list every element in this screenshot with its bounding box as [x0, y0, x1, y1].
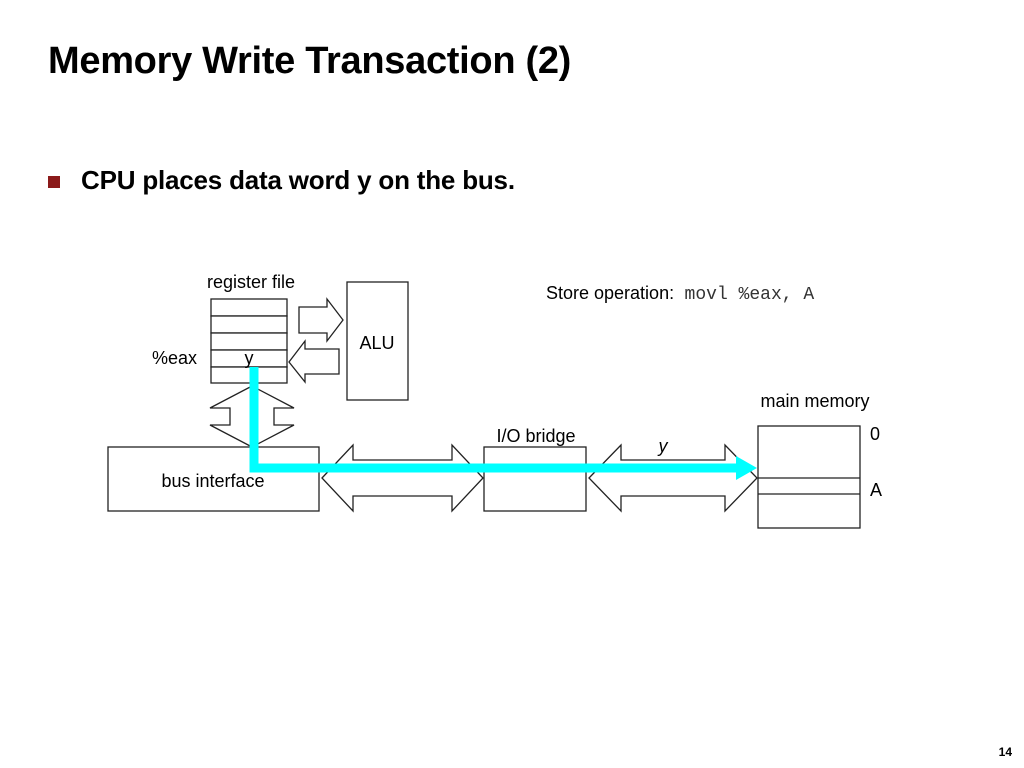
page-number: 14 [998, 745, 1012, 759]
data-path-arrow-icon [249, 367, 757, 480]
store-operation-label: Store operation: [546, 283, 674, 303]
main-memory-block [757, 425, 861, 529]
main-memory-label: main memory [760, 391, 869, 411]
bullet-text: CPU places data word y on the bus. [81, 165, 515, 195]
register-file-label: register file [207, 272, 295, 292]
bus-data-label: y [657, 436, 669, 456]
register-file [210, 298, 288, 384]
alu-label: ALU [359, 333, 394, 353]
bus-interface-label: bus interface [161, 471, 264, 491]
bullet-square-icon [48, 175, 60, 188]
arrow-to-alu-icon [298, 297, 344, 343]
store-operation-code: movl %eax, A [685, 285, 815, 305]
register-name-label: %eax [152, 348, 197, 368]
memory-address-a: A [870, 480, 882, 500]
system-bus-double-arrow-icon [321, 443, 484, 513]
io-bridge-box [483, 446, 587, 512]
bus-interface-box [107, 446, 320, 512]
register-value-label: y [245, 348, 254, 368]
memory-bus-double-arrow-icon [588, 443, 758, 513]
memory-address-zero: 0 [870, 424, 880, 444]
bullet-item: CPU places data word y on the bus. [48, 165, 515, 196]
slide-title: Memory Write Transaction (2) [48, 40, 572, 82]
io-bridge-label: I/O bridge [496, 426, 575, 446]
arrow-from-alu-icon [288, 339, 340, 384]
store-operation: Store operation: movl %eax, A [546, 283, 814, 305]
alu-box [346, 281, 409, 401]
